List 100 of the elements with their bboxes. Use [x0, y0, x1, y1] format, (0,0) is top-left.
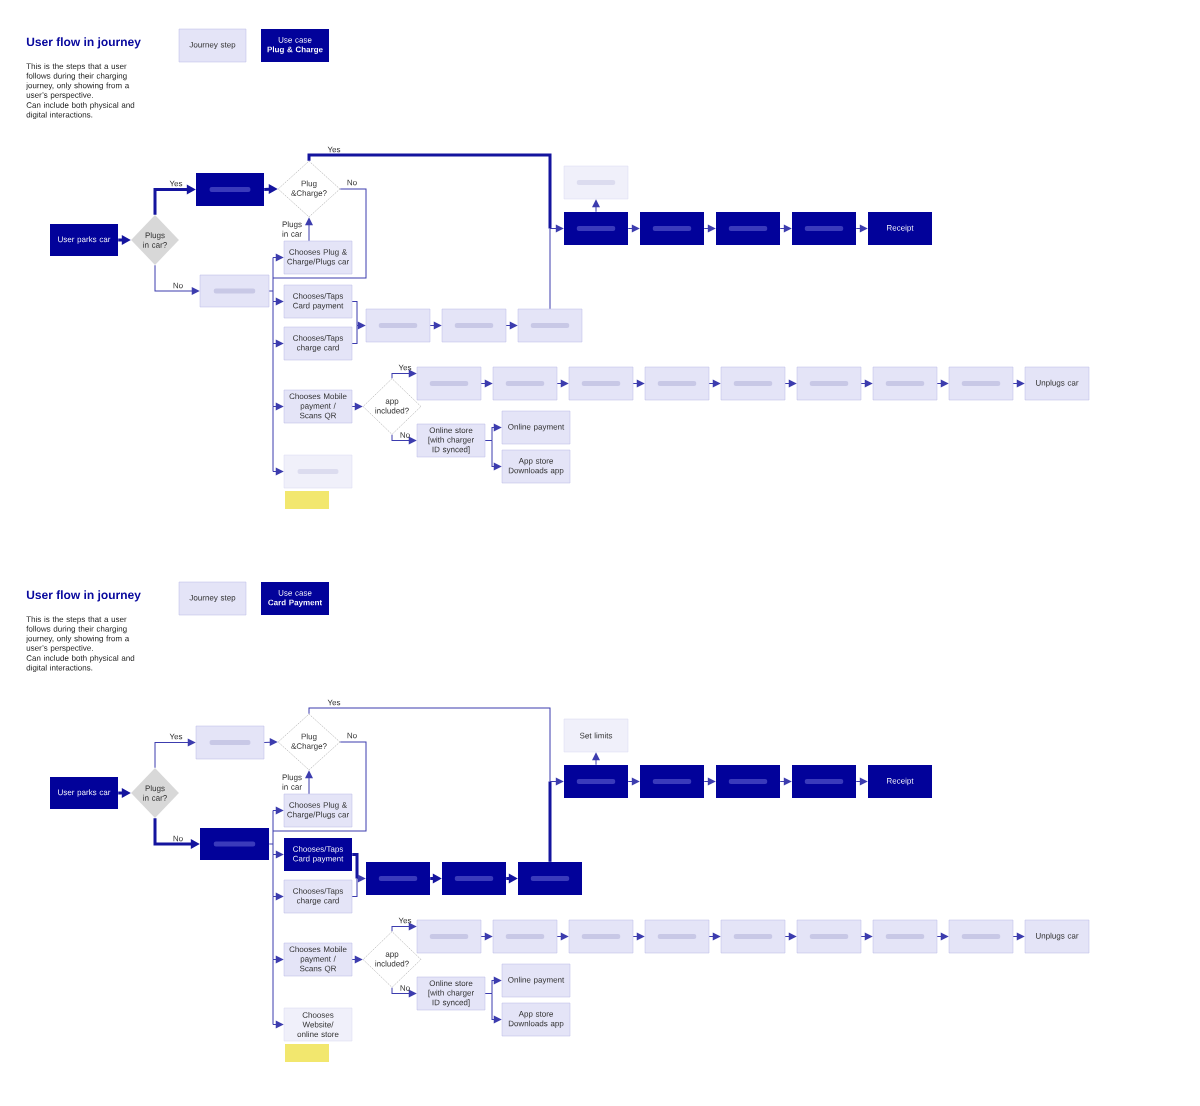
connector-line — [484, 993, 493, 994]
connector-line — [268, 290, 274, 292]
edge-label: Yes — [169, 180, 183, 187]
arrow — [272, 339, 284, 348]
arrow — [272, 297, 284, 306]
arrow — [118, 235, 131, 245]
arrow — [936, 932, 949, 941]
process-box — [442, 862, 506, 895]
connector-line — [272, 854, 274, 897]
arrow — [351, 955, 363, 964]
process-box — [366, 862, 430, 895]
arrow — [549, 224, 564, 233]
arrow — [480, 932, 493, 941]
connector-line — [307, 153, 552, 229]
process-box — [564, 765, 628, 798]
arrow — [860, 379, 873, 388]
arrow — [272, 806, 284, 815]
edge-label: No — [400, 432, 410, 438]
connector-line — [272, 290, 274, 302]
arrow — [391, 922, 417, 932]
process-box — [792, 765, 856, 798]
description: This is the steps that a user follows during their charging journey, only showing from a user’s perspective. — [26, 616, 130, 653]
process-box — [416, 366, 482, 401]
connector-line — [352, 853, 359, 879]
process-box — [518, 862, 582, 895]
connector-line — [484, 440, 493, 441]
process-box — [441, 308, 507, 343]
process-box: Chooses Mobile payment / Scans QR — [283, 942, 353, 977]
process-box: Chooses/Taps charge card — [283, 326, 353, 361]
process-box — [720, 366, 786, 401]
title: User flow in journey — [26, 37, 141, 49]
process-box — [948, 366, 1014, 401]
arrow — [430, 873, 442, 884]
process-box — [365, 308, 431, 343]
legend-box: Use case Card Payment — [261, 582, 329, 615]
arrow — [627, 224, 640, 233]
process-box — [517, 308, 583, 343]
process-box: Unplugs car — [1024, 366, 1090, 401]
process-box — [716, 765, 780, 798]
process-box: Chooses Mobile payment / Scans QR — [283, 389, 353, 424]
arrow — [491, 440, 502, 471]
edge-label: No — [347, 179, 357, 186]
process-box: Chooses/Taps Card payment — [283, 284, 353, 319]
arrow — [505, 321, 518, 330]
process-box — [948, 919, 1014, 954]
legend-box: Use case Plug & Charge — [261, 29, 329, 62]
connector-line — [351, 325, 358, 344]
process-box — [644, 919, 710, 954]
process-box — [792, 212, 856, 245]
arrow — [506, 873, 518, 884]
process-box — [568, 366, 634, 401]
process-box — [640, 212, 704, 245]
arrow — [556, 379, 569, 388]
arrow — [592, 199, 600, 213]
edge-label: Plugs in car — [282, 221, 302, 237]
process-box: Online payment — [501, 410, 571, 445]
process-box: App store Downloads app — [501, 449, 571, 484]
arrow — [153, 818, 200, 849]
description: Can include both physical and digital interactions. — [26, 102, 135, 120]
connector-line — [548, 781, 552, 862]
arrow — [708, 379, 721, 388]
arrow — [153, 184, 196, 215]
connector-line — [351, 301, 358, 326]
arrow — [272, 892, 284, 901]
process-box — [199, 274, 270, 308]
title: User flow in journey — [26, 590, 141, 602]
arrow — [264, 184, 278, 194]
arrow — [272, 253, 284, 262]
process-box — [716, 212, 780, 245]
connector-line — [272, 810, 274, 832]
arrow — [480, 379, 493, 388]
process-box — [720, 919, 786, 954]
connector-line — [272, 257, 274, 279]
edge-label: No — [173, 835, 183, 842]
legend-box: Journey step — [178, 581, 247, 616]
arrow — [118, 788, 131, 798]
process-box: Online payment — [501, 963, 571, 998]
process-box — [196, 173, 264, 206]
legend-box: Journey step — [178, 28, 247, 63]
process-box — [644, 366, 710, 401]
arrow — [272, 467, 284, 476]
arrow — [556, 932, 569, 941]
process-box: Chooses Plug & Charge/Plugs car — [283, 793, 353, 828]
arrow — [391, 987, 417, 998]
connector-line — [272, 343, 274, 407]
edge-label: Plugs in car — [282, 774, 302, 790]
arrow — [154, 738, 196, 769]
arrow — [356, 321, 366, 330]
connector-line — [308, 707, 551, 782]
arrow — [356, 874, 366, 883]
process-box: User parks car — [50, 777, 118, 809]
arrow — [784, 379, 797, 388]
edge-label: No — [173, 282, 183, 289]
edge-label: No — [347, 732, 357, 739]
process-box — [492, 366, 558, 401]
arrow — [154, 264, 200, 295]
process-box: Online store [with charger ID synced] — [416, 423, 486, 458]
arrow — [855, 224, 868, 233]
edge-label: Yes — [169, 733, 183, 740]
arrow — [627, 777, 640, 786]
